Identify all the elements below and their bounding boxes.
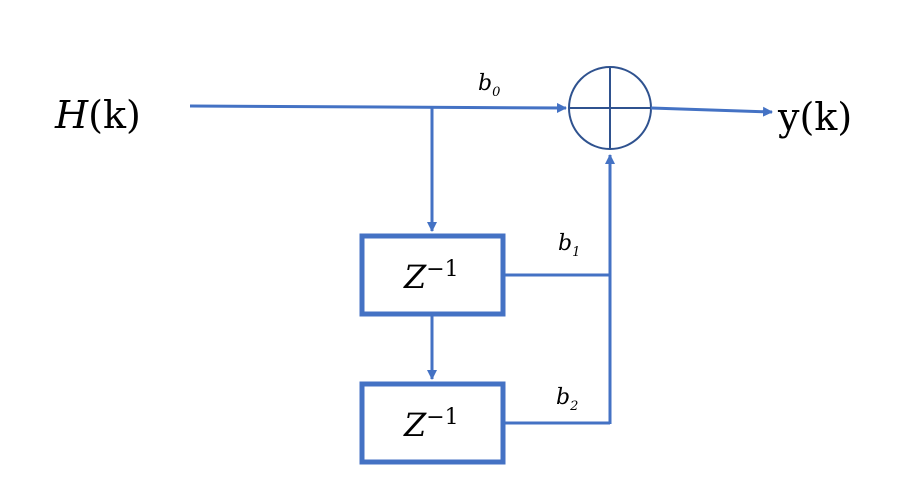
input-label: H(k): [54, 93, 141, 137]
delay-block-2: Z−1: [359, 381, 506, 465]
output-signal-line: [650, 106, 773, 117]
input-signal-line: [189, 102, 567, 113]
output-label: y(k): [777, 95, 852, 139]
summing-junction: [568, 66, 652, 150]
delay-block-1: Z−1: [359, 233, 506, 317]
coefficient-b1-label: b1: [558, 231, 580, 260]
coefficient-b0-label: b0: [478, 71, 500, 100]
svg-text:Z−1: Z−1: [403, 257, 459, 296]
svg-text:Z−1: Z−1: [403, 405, 459, 444]
coefficient-b2-label: b2: [556, 385, 578, 414]
